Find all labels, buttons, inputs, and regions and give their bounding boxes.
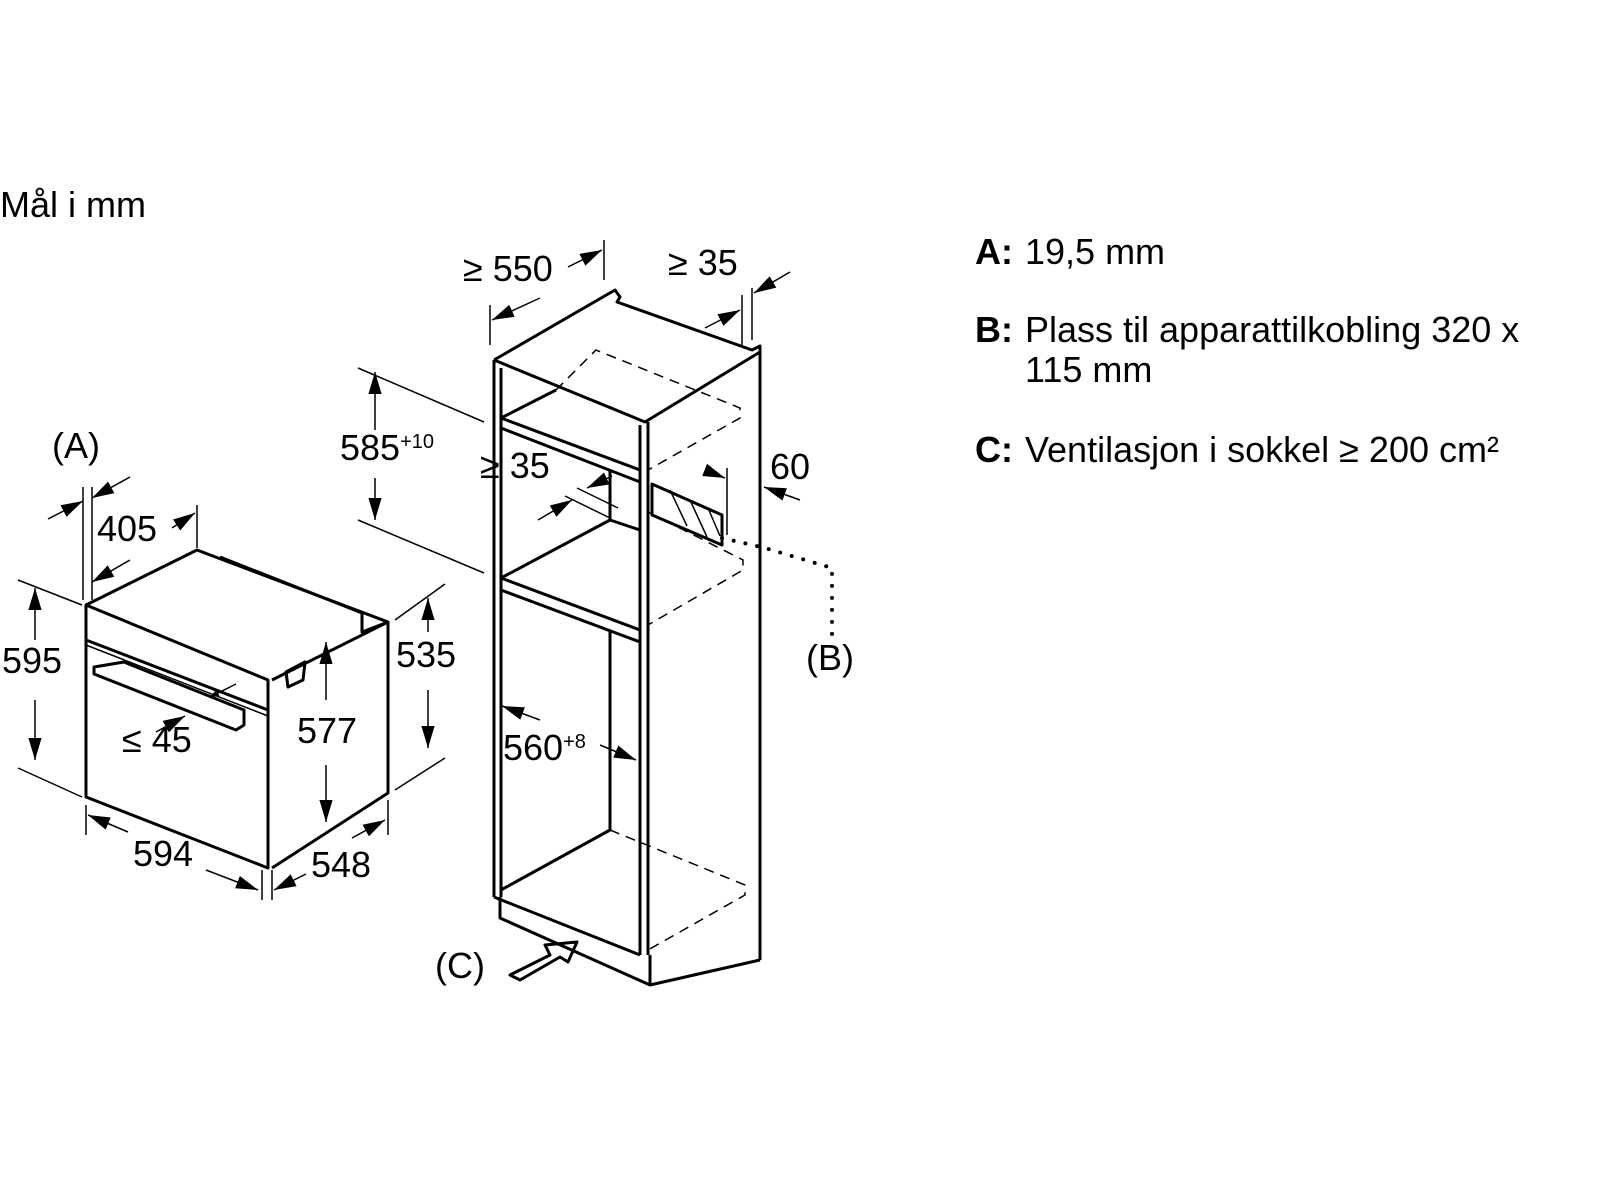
cabinet-dimensions	[357, 240, 801, 761]
dim-35-mid: ≥ 35	[480, 445, 550, 486]
dim-405: 405	[97, 508, 157, 549]
legend-text-cont: 115 mm	[1025, 349, 1153, 390]
legend-text: Ventilasjon i sokkel ≥ 200 cm²	[1025, 429, 1499, 470]
dim-45: ≤ 45	[122, 719, 192, 760]
dim-577: 577	[297, 710, 357, 751]
dim-585: 585+10	[340, 427, 434, 468]
oven-dimensions	[17, 476, 446, 900]
label-b: (B)	[806, 637, 854, 678]
units-label: Mål i mm	[0, 184, 146, 225]
dim-548: 548	[311, 844, 371, 885]
dim-595: 595	[2, 640, 62, 681]
dim-594: 594	[133, 833, 193, 874]
legend-item-b: B: Plass til apparattilkobling 320 x 115 …	[975, 310, 1519, 390]
legend-item-a: A: 19,5 mm	[975, 232, 1165, 272]
dim-560: 560+8	[503, 727, 586, 768]
dim-585-value: 585	[340, 427, 400, 468]
legend-text: Plass til apparattilkobling 320 x	[1025, 309, 1520, 350]
oven-drawing	[84, 548, 390, 870]
dim-535: 535	[396, 634, 456, 675]
legend-item-c: C: Ventilasjon i sokkel ≥ 200 cm²	[975, 430, 1499, 470]
legend-text: 19,5 mm	[1025, 231, 1166, 272]
label-a: (A)	[52, 425, 100, 466]
label-c: (C)	[435, 945, 485, 986]
dim-560-tolerance: +8	[563, 731, 586, 753]
dim-35-top: ≥ 35	[668, 242, 738, 283]
connection-area-b	[650, 482, 724, 547]
cabinet-drawing	[492, 288, 834, 987]
legend-key: C:	[975, 429, 1013, 470]
dim-550: ≥ 550	[463, 248, 553, 289]
dim-60: 60	[770, 446, 810, 487]
legend-key: A:	[975, 231, 1013, 272]
legend-key: B:	[975, 309, 1013, 350]
dim-560-value: 560	[503, 727, 563, 768]
dim-585-tolerance: +10	[400, 431, 434, 453]
oven-handle	[92, 660, 246, 732]
oven-front	[84, 603, 270, 870]
ventilation-arrow-c	[508, 940, 579, 982]
